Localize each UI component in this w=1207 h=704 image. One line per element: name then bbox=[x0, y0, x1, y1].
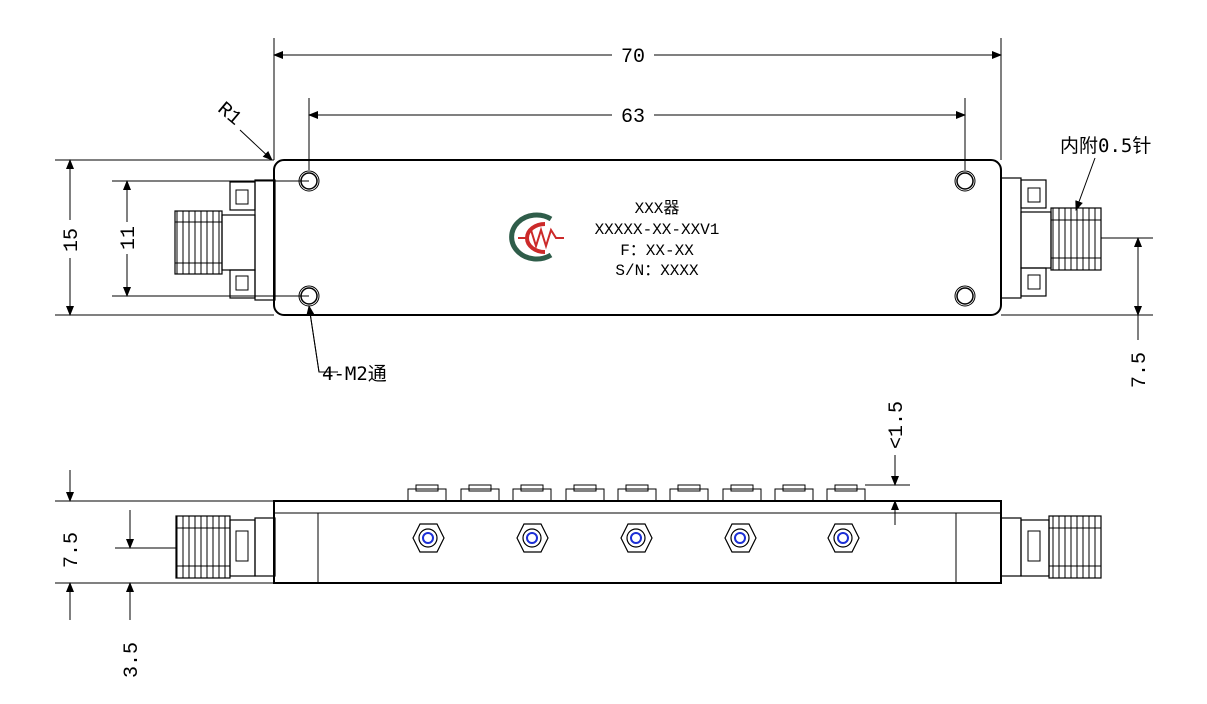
label-line-3: F：XX-XX bbox=[620, 242, 694, 260]
dim-body-height: 15 bbox=[61, 228, 84, 252]
right-connector-top bbox=[1000, 177, 1102, 299]
tuning-nuts bbox=[407, 484, 866, 502]
mount-hole bbox=[956, 287, 974, 305]
label-line-2: XXXXX-XX-XXV1 bbox=[595, 221, 720, 239]
label-line-1: XXX器 bbox=[635, 199, 680, 218]
left-connector-side bbox=[175, 515, 276, 579]
note-mount-holes: 4-M2通 bbox=[322, 363, 387, 385]
dim-side-height: 7.5 bbox=[61, 532, 84, 568]
label-line-4: S/N：XXXX bbox=[615, 262, 699, 280]
dim-corner-radius: R1 bbox=[212, 98, 245, 131]
side-view bbox=[55, 455, 1102, 620]
dim-side-connector-offset: 3.5 bbox=[121, 642, 144, 678]
dim-hole-spacing: 63 bbox=[621, 106, 645, 129]
side-tuning-screws bbox=[412, 523, 860, 553]
dim-overall-length: 70 bbox=[621, 46, 645, 69]
dim-connector-offset: 7.5 bbox=[1129, 352, 1152, 388]
note-pin: 内附0.5针 bbox=[1060, 135, 1151, 157]
dim-hole-height: 11 bbox=[118, 226, 141, 250]
top-view bbox=[55, 38, 1153, 373]
company-logo-icon bbox=[509, 212, 564, 262]
right-connector-side bbox=[1000, 515, 1102, 579]
dim-tuning-screw-height: <1.5 bbox=[886, 401, 909, 449]
mount-hole bbox=[956, 172, 974, 190]
left-connector-top bbox=[174, 179, 276, 301]
